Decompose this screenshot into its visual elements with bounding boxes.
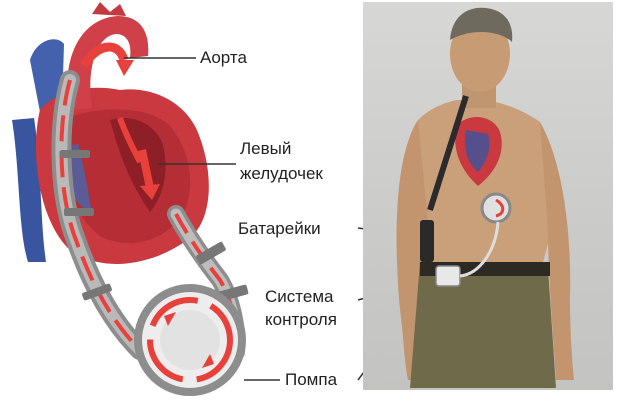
label-batteries: Батарейки (238, 218, 321, 239)
label-left-ventricle-line2: желудочек (240, 163, 323, 184)
controller-box (436, 266, 460, 286)
label-aorta: Аорта (200, 47, 247, 68)
label-control-line1: Система (265, 286, 333, 307)
label-left-ventricle-line1: Левый (240, 138, 291, 159)
battery-pack (420, 220, 434, 262)
label-pump: Помпа (285, 369, 337, 390)
label-control-line2: контроля (265, 309, 337, 330)
